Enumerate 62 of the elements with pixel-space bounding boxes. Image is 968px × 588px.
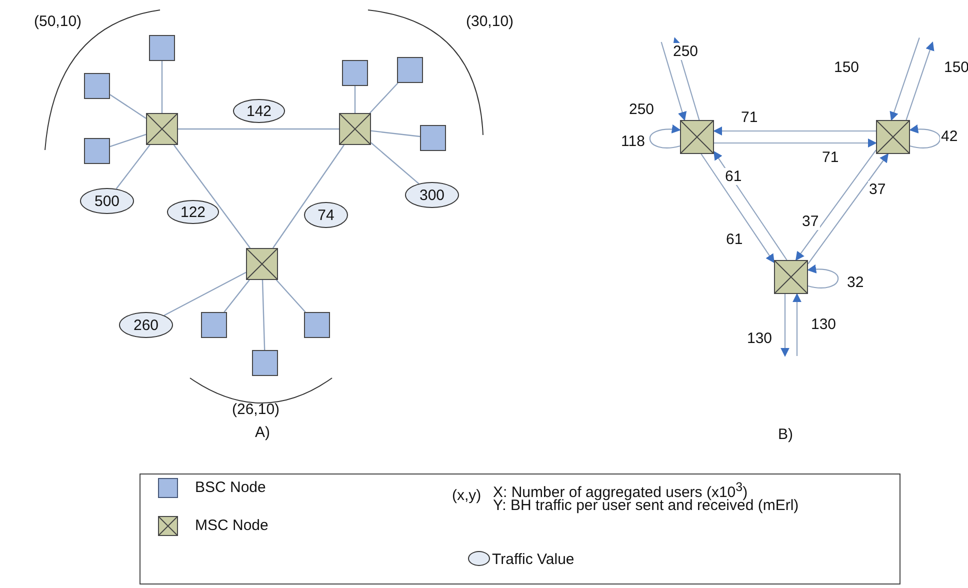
- crossed-square: [339, 113, 371, 145]
- leader-line: [116, 144, 150, 190]
- panel-label: A): [255, 424, 270, 441]
- arrow: [792, 293, 802, 356]
- square: [252, 350, 278, 376]
- arrow: [906, 41, 934, 120]
- axis-key-label: (x,y): [452, 487, 482, 504]
- connector-line: [370, 130, 420, 138]
- arrow: [890, 38, 920, 121]
- connector-line: [110, 94, 146, 119]
- arrow: [660, 42, 687, 121]
- panel-label: B): [778, 426, 793, 443]
- coordinate-label: (50,10): [34, 13, 82, 30]
- arrow: [713, 126, 876, 136]
- arrow: [650, 124, 681, 148]
- coordinate-label: (26,10): [232, 401, 280, 418]
- square: [304, 312, 330, 338]
- arrow: [714, 150, 788, 260]
- crossed-square: [876, 120, 910, 154]
- traffic-value-ellipse: 260: [119, 312, 173, 338]
- arrow: [807, 264, 838, 288]
- connector-line: [354, 86, 356, 113]
- crossed-square: [774, 260, 808, 294]
- crossed-square: [680, 120, 714, 154]
- legend-label: Traffic Value: [492, 551, 574, 568]
- arrow: [700, 154, 774, 264]
- leader-line: [370, 142, 420, 184]
- legend-label: BSC Node: [195, 479, 266, 496]
- square: [149, 35, 175, 61]
- traffic-value-ellipse: 300: [405, 182, 459, 208]
- traffic-value-ellipse: 142: [233, 99, 285, 123]
- arrow: [714, 138, 877, 148]
- edge-label: 37: [801, 213, 820, 230]
- connector-line: [276, 280, 306, 312]
- square: [397, 57, 423, 83]
- leader-line: [164, 272, 246, 316]
- arrow: [795, 150, 876, 261]
- legend-label: MSC Node: [195, 517, 268, 534]
- square: [420, 125, 446, 151]
- arrow: [780, 294, 790, 357]
- connector-line: [173, 144, 251, 248]
- traffic-value-ellipse: 74: [304, 202, 348, 228]
- crossed-square: [246, 248, 278, 280]
- traffic-value-ellipse: 500: [80, 188, 134, 214]
- connector-line: [369, 82, 398, 114]
- edge-label: 250: [672, 43, 700, 60]
- edge-label: 61: [724, 168, 743, 185]
- connector-line: [110, 134, 146, 148]
- connector-line: [272, 144, 344, 248]
- crossed-square: [146, 113, 178, 145]
- square: [84, 73, 110, 99]
- connector-line: [178, 128, 339, 130]
- arrow: [909, 124, 940, 148]
- connector-line: [262, 280, 266, 350]
- arrow: [808, 153, 889, 264]
- traffic-value-ellipse: 122: [167, 200, 219, 224]
- coordinate-label: (30,10): [466, 13, 514, 30]
- square: [201, 312, 227, 338]
- square: [342, 60, 368, 86]
- connector-line: [224, 280, 250, 312]
- connector-line: [161, 61, 163, 113]
- square: [84, 138, 110, 164]
